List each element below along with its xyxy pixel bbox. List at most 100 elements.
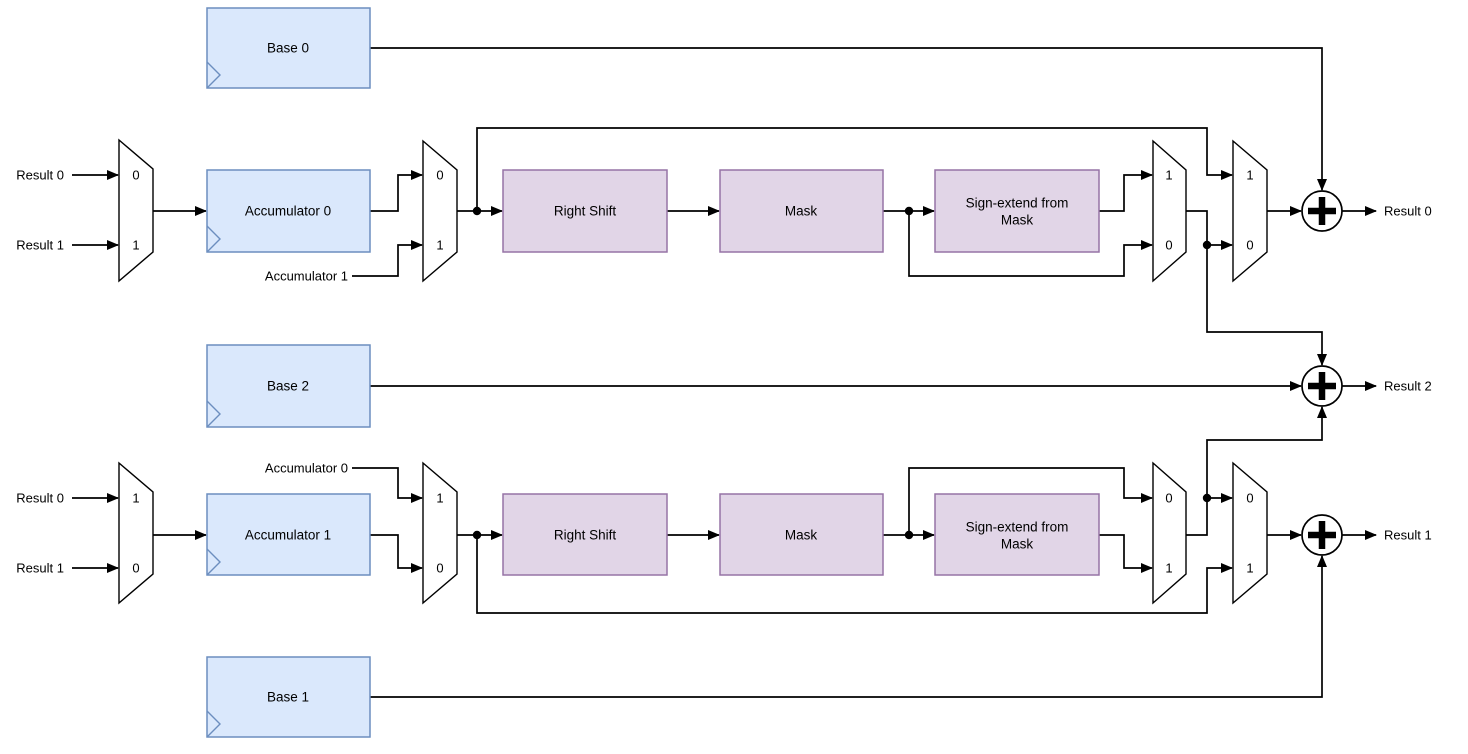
register-accumulator1-box — [206, 493, 371, 576]
mux-port-label: 1 — [1246, 561, 1253, 576]
wire-acc0tap-to-operandmux2 — [352, 467, 423, 503]
wire-mask1-bypass-to-extendmux1 — [908, 211, 1153, 277]
mux-port-label: 1 — [1165, 168, 1172, 183]
wire-extendmux2-to-adder2-bottom — [1186, 406, 1327, 536]
register-base0-label: Base 0 — [267, 41, 309, 56]
mux-bypass-row1: 1 0 — [1232, 139, 1268, 283]
unit-right-shift-row1-label: Right Shift — [554, 204, 617, 219]
mux-input-row2: 1 0 — [118, 461, 154, 605]
register-accumulator0-box — [206, 169, 371, 253]
register-accumulator0-label: Accumulator 0 — [245, 204, 331, 219]
unit-sign-extend-row2: Sign-extend from Mask — [934, 493, 1100, 576]
junction-dot — [904, 530, 914, 540]
unit-right-shift-row1: Right Shift — [502, 169, 668, 253]
label-accumulator0-tap: Accumulator 0 — [265, 461, 348, 476]
register-accumulator1-label: Accumulator 1 — [245, 528, 331, 543]
wire-operandmux2-bypass-to-bypassmux2 — [476, 535, 1233, 614]
mux-port-label: 0 — [1165, 238, 1172, 253]
mux-input-row2-shape — [118, 461, 154, 605]
label-result0-out: Result 0 — [1384, 204, 1432, 219]
mux-extend-row2-shape — [1152, 461, 1187, 605]
mux-port-label: 0 — [1246, 491, 1253, 506]
junction-dot — [904, 206, 914, 216]
junction-dot — [1202, 240, 1212, 250]
wires — [72, 47, 1377, 698]
mux-extend-row2: 0 1 — [1152, 461, 1187, 605]
mux-bypass-row2: 0 1 — [1232, 461, 1268, 605]
label-result0-in-row2: Result 0 — [16, 491, 64, 506]
junction-dots — [472, 206, 1212, 540]
mux-port-label: 0 — [132, 561, 139, 576]
io-labels: Result 0 Result 1 Accumulator 1 Result 0… — [16, 168, 1431, 576]
plus-icon — [1308, 521, 1336, 549]
mux-port-label: 1 — [436, 491, 443, 506]
wire-mask2-bypass-to-extendmux2 — [908, 467, 1153, 535]
adder-result0 — [1301, 190, 1343, 232]
unit-sign-extend-row2-box — [934, 493, 1100, 576]
wire-acc1tap-to-operandmux1 — [352, 240, 423, 277]
mux-input-row1-shape — [118, 138, 154, 283]
clock-triangle-icon — [206, 400, 221, 428]
mux-port-label: 1 — [132, 491, 139, 506]
unit-right-shift-row2-label: Right Shift — [554, 528, 617, 543]
mux-bypass-row2-shape — [1232, 461, 1268, 605]
unit-sign-extend-row1-label-line2: Mask — [1001, 213, 1034, 228]
mux-port-label: 0 — [436, 561, 443, 576]
unit-mask-row2-label: Mask — [785, 528, 818, 543]
junction-dot — [472, 530, 482, 540]
unit-mask-row1-box — [719, 169, 884, 253]
mux-port-label: 1 — [132, 238, 139, 253]
register-base0-box — [206, 7, 371, 89]
clock-triangle-icon — [206, 548, 221, 576]
register-accumulator0: Accumulator 0 — [206, 169, 371, 253]
mux-bypass-row1-shape — [1232, 139, 1268, 283]
label-result1-in-row2: Result 1 — [16, 561, 64, 576]
unit-mask-row1-label: Mask — [785, 204, 818, 219]
mux-port-label: 1 — [1246, 168, 1253, 183]
clock-triangle-icon — [206, 710, 221, 738]
unit-right-shift-row2: Right Shift — [502, 493, 668, 576]
register-base1-label: Base 1 — [267, 690, 309, 705]
mux-port-label: 0 — [132, 168, 139, 183]
mux-extend-row1: 1 0 — [1152, 139, 1187, 283]
unit-sign-extend-row1-box — [934, 169, 1100, 253]
wire-extendmux1-to-adder2-top — [1186, 210, 1327, 366]
mux-operand-row2-shape — [422, 461, 458, 605]
junction-dot — [1202, 493, 1212, 503]
mux-operand-row1-shape — [422, 139, 458, 283]
mux-port-label: 0 — [1246, 238, 1253, 253]
wire-acc1-to-operandmux2 — [370, 534, 423, 573]
mux-port-label: 1 — [436, 238, 443, 253]
label-result1-in-row1: Result 1 — [16, 238, 64, 253]
label-accumulator1-tap: Accumulator 1 — [265, 269, 348, 284]
mux-operand-row1: 0 1 — [422, 139, 458, 283]
unit-sign-extend-row1: Sign-extend from Mask — [934, 169, 1100, 253]
wire-signextend1-to-extendmux1 — [1099, 170, 1153, 212]
unit-sign-extend-row2-label-line2: Mask — [1001, 537, 1034, 552]
mux-port-label: 1 — [1165, 561, 1172, 576]
unit-right-shift-row1-box — [502, 169, 668, 253]
clock-triangle-icon — [206, 225, 221, 253]
junction-dot — [472, 206, 482, 216]
unit-mask-row1: Mask — [719, 169, 884, 253]
label-result1-out: Result 1 — [1384, 528, 1432, 543]
mux-operand-row2: 1 0 — [422, 461, 458, 605]
unit-sign-extend-row2-label-line1: Sign-extend from — [966, 520, 1069, 535]
adder-result2 — [1301, 365, 1343, 407]
register-base1-box — [206, 656, 371, 738]
clock-triangle-icon — [206, 61, 221, 89]
plus-icon — [1308, 372, 1336, 400]
register-accumulator1: Accumulator 1 — [206, 493, 371, 576]
wire-base1-to-adder1 — [370, 555, 1327, 698]
wire-base0-to-adder0 — [370, 47, 1327, 191]
unit-mask-row2: Mask — [719, 493, 884, 576]
register-base2-box — [206, 344, 371, 428]
mux-port-label: 0 — [1165, 491, 1172, 506]
register-base2-label: Base 2 — [267, 379, 309, 394]
label-result0-in-row1: Result 0 — [16, 168, 64, 183]
unit-mask-row2-box — [719, 493, 884, 576]
wire-acc0-to-operandmux1 — [370, 170, 423, 212]
mux-extend-row1-shape — [1152, 139, 1187, 283]
adder-result1 — [1301, 514, 1343, 556]
